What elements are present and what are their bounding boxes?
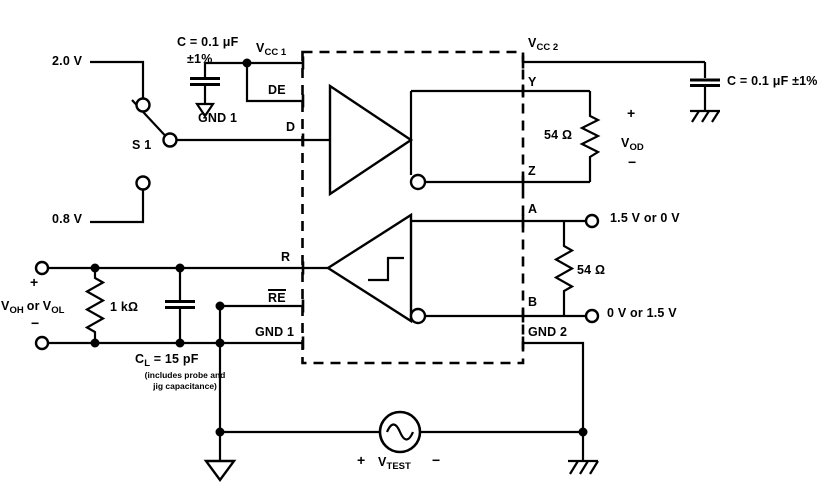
vtest-plus-label: + bbox=[357, 452, 366, 468]
sine-icon bbox=[385, 423, 415, 441]
pin-z-label: Z bbox=[528, 164, 536, 178]
voh-plus-label: + bbox=[30, 274, 39, 290]
vcc1-wires bbox=[205, 61, 303, 103]
inverting-bubble bbox=[409, 173, 427, 191]
pin-a-label: A bbox=[528, 202, 538, 216]
load-capacitor-cl bbox=[165, 268, 195, 343]
bypass-capacitor-2 bbox=[690, 62, 720, 123]
b-voltage-label: 0 V or 1.5 V bbox=[607, 306, 677, 320]
pin-gnd1-label: GND 1 bbox=[255, 325, 295, 339]
inverting-bubble bbox=[409, 307, 427, 325]
driver-output-wires bbox=[411, 89, 590, 184]
vod-plus-label: + bbox=[627, 105, 636, 121]
de-tie-wire bbox=[245, 63, 303, 103]
v-low-label: 0.8 V bbox=[52, 212, 83, 226]
vod-label: VOD bbox=[621, 136, 644, 154]
pin-vcc1-label: VCC 1 bbox=[256, 41, 287, 59]
resistor-54-yz-label: 54 Ω bbox=[544, 128, 573, 142]
pin-d-label: D bbox=[286, 120, 296, 134]
a-voltage-label: 1.5 V or 0 V bbox=[610, 211, 680, 225]
pin-re-label: RE bbox=[268, 289, 286, 305]
ic-boundary-dashed-box bbox=[301, 50, 525, 365]
cl-value-label: CL = 15 pF bbox=[135, 352, 199, 370]
receiver-buffer-icon bbox=[325, 212, 427, 325]
ground-triangle-icon bbox=[203, 459, 237, 483]
voh-minus-label: − bbox=[31, 315, 40, 331]
test-source-loop bbox=[203, 341, 599, 483]
pin-y-label: Y bbox=[528, 75, 537, 89]
terminal-circles bbox=[34, 213, 600, 351]
vtest-minus-label: − bbox=[432, 452, 441, 468]
pin-de-label: DE bbox=[268, 83, 286, 97]
switch-label: S 1 bbox=[132, 138, 152, 152]
gnd2-wire bbox=[523, 341, 585, 461]
cap1-gnd-label: GND 1 bbox=[198, 111, 238, 125]
vod-minus-label: − bbox=[628, 154, 637, 170]
switch-s1-contacts bbox=[135, 97, 178, 191]
hysteresis-icon bbox=[368, 256, 404, 282]
driver-buffer-icon bbox=[328, 83, 427, 197]
junction-dots bbox=[90, 58, 588, 437]
vtest-label: VTEST bbox=[378, 455, 411, 473]
resistor-54-ab bbox=[553, 221, 575, 316]
pin-vcc2-label: VCC 2 bbox=[528, 36, 559, 54]
resistor-54-ab-label: 54 Ω bbox=[577, 263, 606, 277]
pin-gnd2-label: GND 2 bbox=[528, 325, 568, 339]
v-high-label: 2.0 V bbox=[52, 54, 83, 68]
cap1-value-label: C = 0.1 μF bbox=[177, 35, 239, 49]
cap2-value-label: C = 0.1 μF ±1% bbox=[727, 74, 818, 88]
resistor-1k-label: 1 kΩ bbox=[110, 300, 139, 314]
input-level-wires bbox=[90, 60, 330, 224]
chassis-ground-icon bbox=[690, 109, 720, 123]
receiver-bus-wires bbox=[411, 219, 586, 318]
gnd1-arrow-icon bbox=[194, 102, 216, 118]
pin-r-label: R bbox=[281, 250, 291, 264]
resistor-54-yz bbox=[579, 91, 601, 182]
chassis-ground-icon bbox=[568, 459, 599, 475]
pin-b-label: B bbox=[528, 295, 538, 309]
cap1-tolerance-label: ±1% bbox=[187, 52, 213, 66]
resistor-1k bbox=[84, 268, 106, 343]
bypass-capacitor-1 bbox=[190, 63, 220, 118]
